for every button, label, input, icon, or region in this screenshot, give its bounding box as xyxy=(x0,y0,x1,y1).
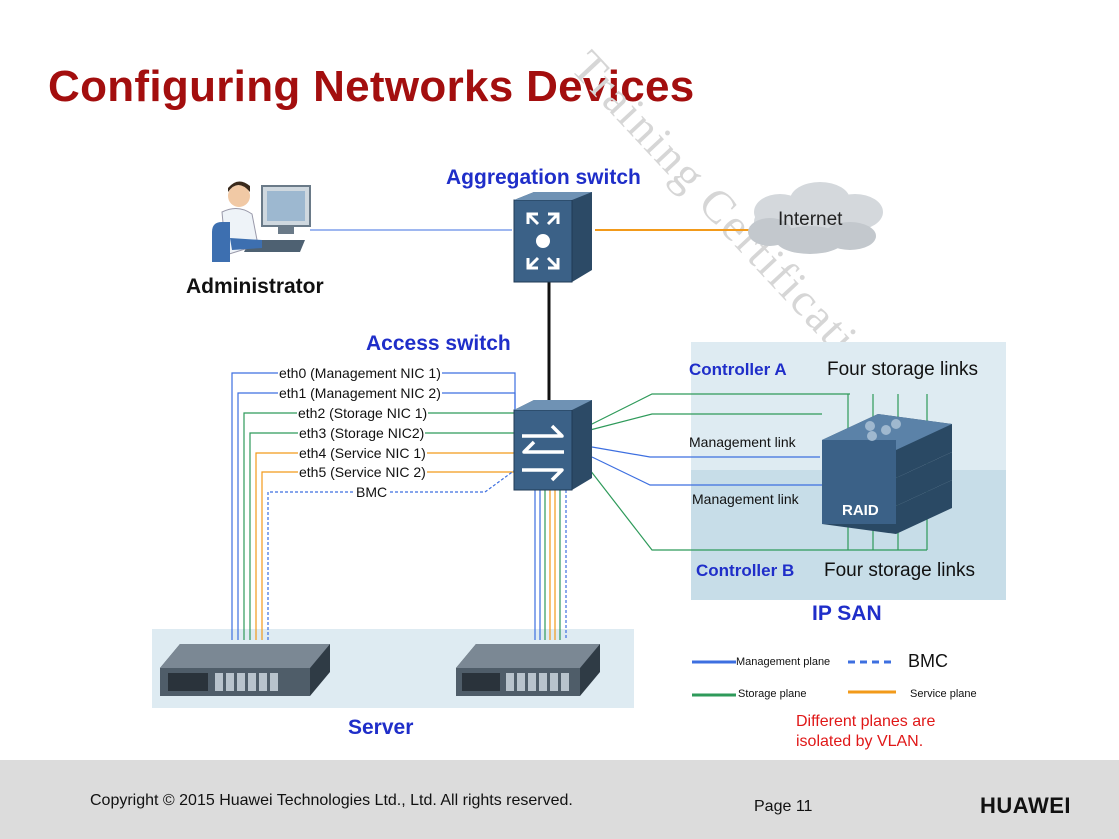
server2-links xyxy=(534,485,567,640)
controller-b-label: Controller B xyxy=(696,561,795,580)
vlan-note-line2: isolated by VLAN. xyxy=(796,733,924,750)
controller-b-links-label: Four storage links xyxy=(824,560,976,581)
copyright-text: Copyright © 2015 Huawei Technologies Ltd… xyxy=(90,792,573,809)
link-label-eth4: eth4 (Service NIC 1) xyxy=(298,445,427,461)
link-label-eth0: eth0 (Management NIC 1) xyxy=(278,365,442,381)
server-icon-2 xyxy=(456,644,600,696)
ip-san-label: IP SAN xyxy=(812,602,882,625)
link-label-bmc: BMC xyxy=(355,484,389,500)
vlan-note-line1: Different planes are xyxy=(796,713,936,730)
administrator-label: Administrator xyxy=(186,275,324,298)
legend-bmc-label: BMC xyxy=(908,651,948,671)
page-title: Configuring Networks Devices xyxy=(48,62,695,111)
aggregation-switch-icon xyxy=(513,192,592,283)
footer-bar xyxy=(0,760,1119,839)
server-icon xyxy=(160,644,330,696)
link-label-eth5: eth5 (Service NIC 2) xyxy=(298,464,427,480)
link-label-eth3: eth3 (Storage NIC2) xyxy=(298,425,426,441)
controller-a-links-label: Four storage links xyxy=(827,359,979,380)
management-link-label-1: Management link xyxy=(689,434,796,450)
aggregation-switch-label: Aggregation switch xyxy=(446,166,641,189)
controller-a-label: Controller A xyxy=(689,360,787,379)
access-switch-label: Access switch xyxy=(366,332,511,355)
server-label: Server xyxy=(348,716,414,739)
storage-array-icon xyxy=(822,414,952,534)
management-link-label-2: Management link xyxy=(692,491,799,507)
brand-name: HUAWEI xyxy=(980,793,1071,818)
link-label-eth2: eth2 (Storage NIC 1) xyxy=(297,405,429,421)
legend-management-label: Management plane xyxy=(736,656,831,668)
cloud-icon xyxy=(748,182,883,254)
legend-storage-label: Storage plane xyxy=(738,688,807,700)
administrator-icon xyxy=(212,181,311,262)
link-label-eth1: eth1 (Management NIC 2) xyxy=(278,385,442,401)
access-switch-icon xyxy=(513,400,592,491)
page-number: Page 11 xyxy=(754,798,813,815)
legend-service-label: Service plane xyxy=(910,688,977,700)
internet-label: Internet xyxy=(778,209,843,230)
raid-label: RAID xyxy=(842,502,879,519)
